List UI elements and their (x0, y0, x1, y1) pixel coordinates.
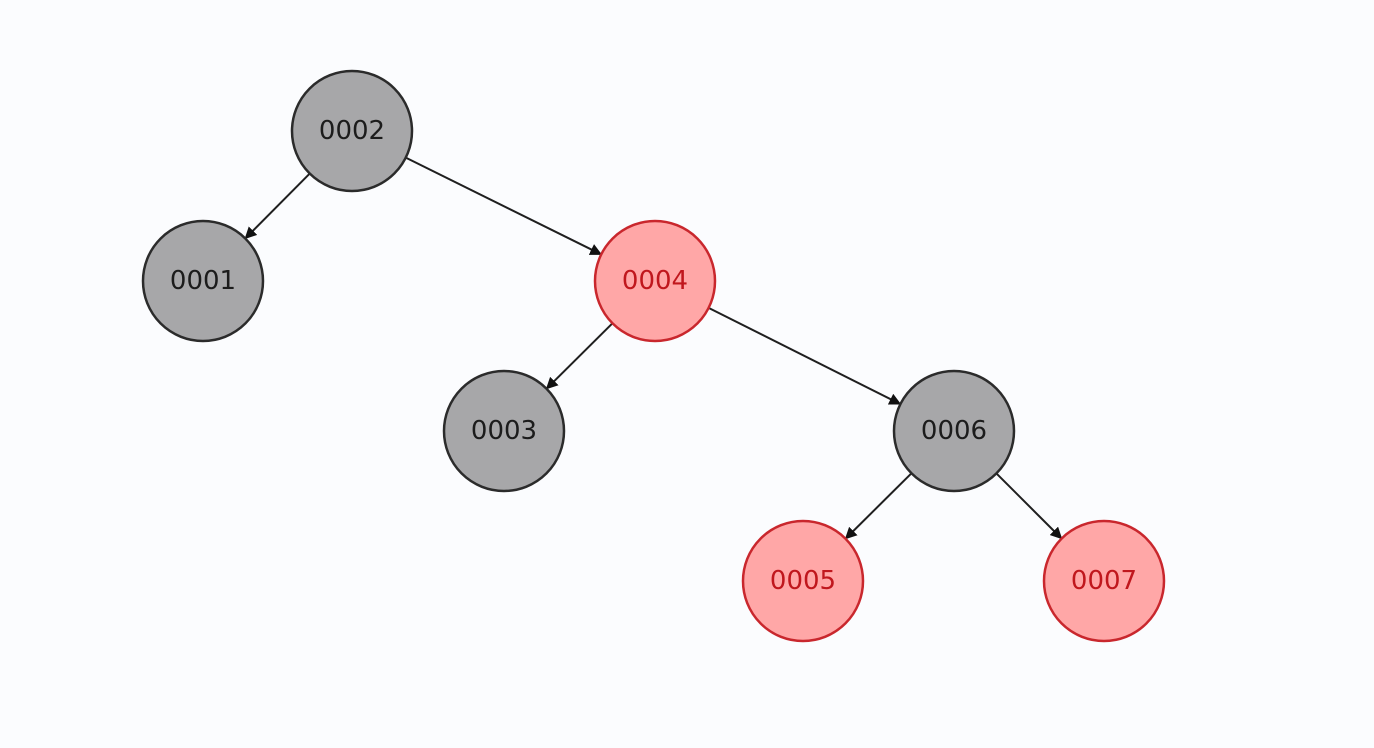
tree-node-0002: 0002 (290, 69, 414, 193)
node-label: 0004 (622, 266, 688, 296)
edge-n2-n4 (405, 156, 603, 255)
edge-n6-n5 (844, 472, 913, 540)
red-node-circle (741, 519, 865, 643)
nodes-layer: 0002 0001 0004 0003 0006 0005 0007 (141, 69, 1166, 643)
tree-node-0007: 0007 (1042, 519, 1166, 643)
tree-node-0004: 0004 (593, 219, 717, 343)
edge-n2-n1 (244, 172, 311, 240)
node-label: 0002 (319, 116, 385, 146)
tree-node-0005: 0005 (741, 519, 865, 643)
node-label: 0005 (770, 566, 836, 596)
edge-n4-n6 (708, 307, 902, 405)
edges-layer (244, 156, 1063, 540)
edge-n4-n3 (545, 322, 614, 390)
red-node-circle (593, 219, 717, 343)
tree-node-0001: 0001 (141, 219, 265, 343)
black-node-circle (892, 369, 1016, 493)
tree-node-0003: 0003 (442, 369, 566, 493)
node-label: 0001 (170, 266, 236, 296)
black-node-circle (442, 369, 566, 493)
node-label: 0003 (471, 416, 537, 446)
node-label: 0007 (1071, 566, 1137, 596)
edge-n6-n7 (995, 472, 1063, 540)
node-label: 0006 (921, 416, 987, 446)
black-node-circle (290, 69, 414, 193)
red-node-circle (1042, 519, 1166, 643)
black-node-circle (141, 219, 265, 343)
tree-node-0006: 0006 (892, 369, 1016, 493)
